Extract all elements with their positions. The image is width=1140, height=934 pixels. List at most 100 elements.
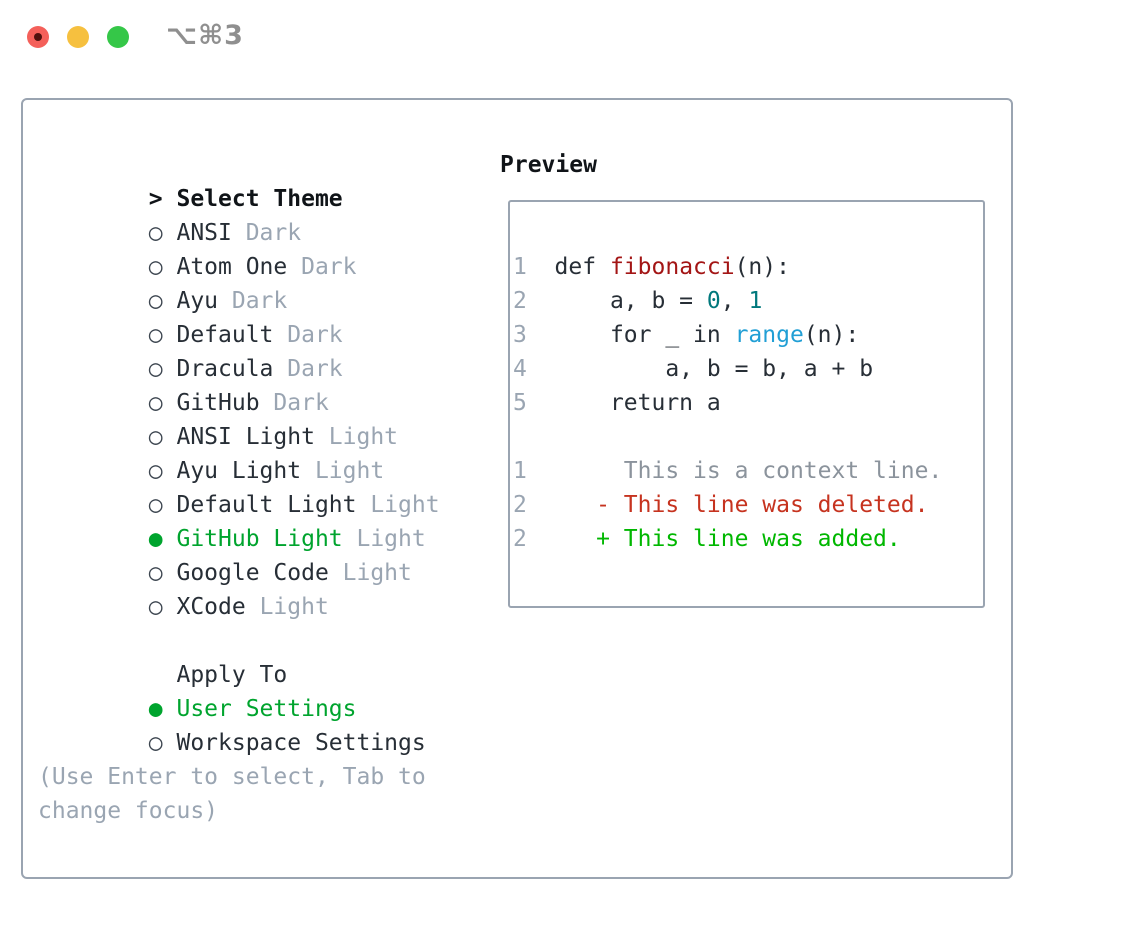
indent — [149, 658, 177, 692]
close-button[interactable] — [27, 26, 49, 48]
theme-name: Ayu Light — [176, 458, 302, 484]
code-segment: range — [734, 322, 804, 348]
code-segment: return a — [526, 390, 721, 416]
preview-title: Preview — [500, 152, 597, 178]
theme-name: XCode — [176, 594, 246, 620]
line-number: 5 — [513, 390, 527, 416]
theme-name: ANSI — [176, 220, 232, 246]
line-number: 2 — [513, 288, 527, 314]
radio-off-icon: ○ — [148, 492, 163, 518]
theme-variant: Light — [259, 594, 329, 620]
code-line: 2 a, b = 0, 1 — [513, 284, 983, 318]
code-segment: def — [526, 254, 610, 280]
theme-name: Dracula — [176, 356, 274, 382]
code-line-blank — [513, 420, 983, 454]
line-number: 3 — [513, 322, 527, 348]
theme-option-default-light[interactable]: ○ Default Light Light — [38, 454, 440, 518]
code-segment: 1 — [748, 288, 763, 314]
theme-variant: Dark — [287, 322, 343, 348]
code-segment: fibonacci — [609, 254, 735, 280]
code-segment: , — [720, 288, 749, 314]
theme-variant: Light — [314, 458, 385, 484]
code-segment: a, b = — [526, 288, 707, 314]
radio-off-icon: ○ — [148, 288, 163, 314]
theme-option-dracula-dark[interactable]: ○ Dracula Dark — [38, 318, 440, 382]
line-number: 2 — [513, 526, 527, 552]
code-segment: This is a context line. — [526, 458, 943, 484]
preview-box: 1 def fibonacci(n): 2 a, b = 0, 1 3 for … — [508, 200, 985, 608]
radio-off-icon: ○ — [148, 322, 163, 348]
code-line: 4 a, b = b, a + b — [513, 352, 983, 386]
zoom-button[interactable] — [107, 26, 129, 48]
diff-added-line: 2 + This line was added. — [513, 522, 983, 556]
theme-name: Default — [176, 322, 274, 348]
code-segment: a, b = b, a + b — [526, 356, 874, 382]
theme-name: GitHub — [176, 390, 260, 416]
radio-off-icon: ○ — [148, 560, 163, 586]
theme-variant: Dark — [301, 254, 357, 280]
line-number: 1 — [513, 254, 527, 280]
code-segment: for _ in — [526, 322, 735, 348]
theme-option-xcode-light[interactable]: ○ XCode Light — [38, 556, 440, 620]
diff-deleted-line: 2 - This line was deleted. — [513, 488, 983, 522]
close-dot-icon — [34, 33, 42, 41]
apply-option-user-settings[interactable]: ● User Settings — [38, 658, 440, 722]
radio-on-icon: ● — [148, 696, 163, 722]
theme-name: Atom One — [176, 254, 288, 280]
radio-on-icon: ● — [148, 526, 163, 552]
theme-name: ANSI Light — [176, 424, 315, 450]
theme-variant: Dark — [273, 390, 329, 416]
code-segment: + This line was added. — [526, 526, 901, 552]
theme-name: GitHub Light — [176, 526, 343, 552]
theme-option-google-code-light[interactable]: ○ Google Code Light — [38, 522, 440, 586]
theme-variant: Light — [356, 526, 426, 552]
apply-to-header: Apply To — [38, 624, 440, 688]
theme-variant: Light — [370, 492, 440, 518]
apply-option-label: User Settings — [176, 696, 357, 722]
line-number: 1 — [513, 458, 527, 484]
theme-variant: Light — [328, 424, 399, 450]
theme-variant: Dark — [231, 288, 288, 314]
code-segment: (n): — [734, 254, 790, 280]
prompt-icon: > — [148, 186, 163, 212]
code-line: 3 for _ in range(n): — [513, 318, 983, 352]
section-title: Apply To — [176, 662, 288, 688]
section-title: Select Theme — [176, 186, 343, 212]
radio-off-icon: ○ — [148, 390, 163, 416]
theme-option-ansi-light[interactable]: ○ ANSI Light Light — [38, 386, 440, 450]
theme-variant: Light — [342, 560, 412, 586]
code-segment: (n): — [803, 322, 860, 348]
theme-name: Default Light — [176, 492, 357, 518]
diff-context-line: 1 This is a context line. — [513, 454, 983, 488]
theme-option-atom-one-dark[interactable]: ○ Atom One Dark — [38, 216, 440, 280]
apply-option-workspace-settings[interactable]: ○Workspace Settings — [38, 692, 440, 756]
radio-off-icon: ○ — [148, 424, 163, 450]
code-segment: - This line was deleted. — [526, 492, 929, 518]
theme-option-github-light-selected[interactable]: ● GitHub Light Light — [38, 488, 440, 552]
line-number: 4 — [513, 356, 527, 382]
theme-option-ayu-light[interactable]: ○ Ayu Light Light — [38, 420, 440, 484]
theme-name: Google Code — [176, 560, 329, 586]
code-line: 1 def fibonacci(n): — [513, 250, 983, 284]
radio-off-icon: ○ — [148, 594, 163, 620]
titlebar: ⌥⌘3 — [0, 0, 1140, 75]
theme-option-github-dark[interactable]: ○ GitHub Dark — [38, 352, 440, 416]
keyboard-hint: (Use Enter to select, Tab to change focu… — [38, 764, 426, 824]
line-number: 2 — [513, 492, 527, 518]
select-theme-header: > Select Theme — [38, 148, 440, 212]
radio-off-icon: ○ — [148, 730, 163, 756]
code-line: 5 return a — [513, 386, 983, 420]
theme-variant: Dark — [245, 220, 302, 246]
theme-option-default-dark[interactable]: ○ Default Dark — [38, 284, 440, 348]
theme-variant: Dark — [287, 356, 343, 382]
code-segment: 0 — [706, 288, 721, 314]
radio-off-icon: ○ — [148, 254, 163, 280]
radio-off-icon: ○ — [148, 458, 163, 484]
minimize-button[interactable] — [67, 26, 89, 48]
window-shortcut-label: ⌥⌘3 — [166, 20, 244, 51]
